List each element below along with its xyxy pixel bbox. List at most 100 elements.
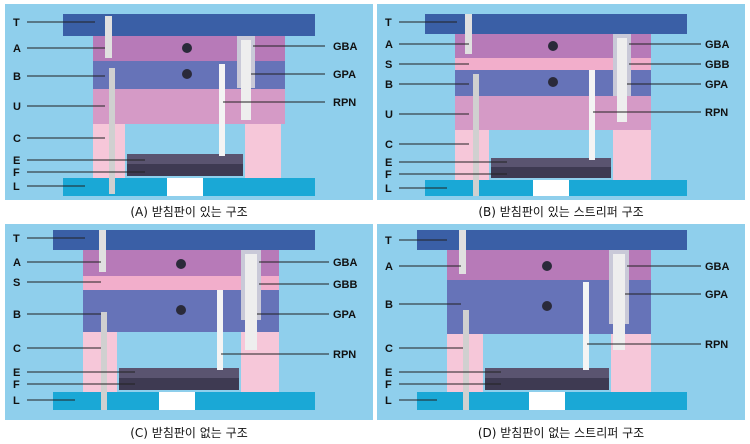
return-pin	[219, 64, 225, 156]
part-label-gbb: GBB	[705, 59, 730, 71]
bolt	[101, 312, 107, 410]
center-mark	[548, 41, 558, 51]
center-mark	[182, 43, 192, 53]
part-label-b: B	[385, 79, 393, 91]
plate-s	[83, 276, 279, 290]
part-label-a: A	[13, 257, 21, 269]
spacer-right	[245, 124, 281, 180]
spacer-left	[455, 130, 489, 182]
center-mark	[176, 259, 186, 269]
plate-e	[119, 368, 239, 378]
plate-f	[127, 164, 243, 176]
part-label-c: C	[385, 139, 393, 151]
bolt	[109, 68, 115, 194]
bolt	[105, 16, 112, 58]
center-mark	[542, 261, 552, 271]
return-pin	[583, 282, 589, 370]
part-label-gbb: GBB	[333, 279, 358, 291]
plate-f	[491, 167, 611, 178]
part-label-l: L	[385, 395, 392, 407]
bolt	[463, 310, 469, 410]
caption-a: (A) 받침판이 있는 구조	[130, 205, 248, 219]
return-pin	[217, 290, 223, 370]
right-leaders	[221, 261, 329, 355]
part-label-u: U	[13, 101, 21, 113]
plate-e	[127, 154, 243, 164]
part-label-c: C	[13, 343, 21, 355]
part-label-gpa: GPA	[705, 289, 728, 301]
part-label-gpa: GPA	[705, 79, 728, 91]
part-label-gba: GBA	[333, 41, 358, 53]
center-mark	[548, 77, 558, 87]
part-label-l: L	[13, 181, 20, 193]
plate-t	[63, 14, 315, 36]
part-label-c: C	[385, 343, 393, 355]
part-label-f: F	[13, 379, 20, 391]
part-label-t: T	[13, 17, 20, 29]
part-label-a: A	[385, 39, 393, 51]
part-label-t: T	[385, 17, 392, 29]
plate-t	[425, 14, 687, 34]
left-leaders	[399, 239, 501, 401]
left-leaders	[27, 21, 145, 187]
part-label-e: E	[13, 155, 20, 167]
part-label-a: A	[385, 261, 393, 273]
plate-t	[417, 230, 687, 250]
left-leaders	[27, 237, 135, 401]
bolt	[459, 230, 466, 274]
part-label-l: L	[13, 395, 20, 407]
part-label-rpn: RPN	[705, 107, 728, 119]
plate-e	[491, 158, 611, 167]
bolt	[465, 14, 472, 54]
center-mark	[176, 305, 186, 315]
plate-f	[485, 378, 609, 390]
spacer-right	[613, 130, 651, 182]
part-label-rpn: RPN	[705, 339, 728, 351]
plate-u	[93, 89, 285, 124]
part-label-f: F	[385, 379, 392, 391]
ejector-hole	[529, 392, 565, 410]
part-label-s: S	[385, 59, 392, 71]
part-label-l: L	[385, 183, 392, 195]
part-label-s: S	[13, 277, 20, 289]
plate-s	[455, 58, 651, 70]
caption-d: (D) 받침판이 없는 스트리퍼 구조	[477, 426, 645, 440]
return-pin	[589, 70, 595, 160]
guide-pin	[613, 254, 625, 350]
part-label-e: E	[385, 367, 392, 379]
right-leaders	[593, 43, 701, 113]
part-label-t: T	[13, 233, 20, 245]
part-label-f: F	[385, 169, 392, 181]
bolt	[99, 230, 106, 272]
center-mark	[542, 301, 552, 311]
part-label-b: B	[13, 309, 21, 321]
part-label-gpa: GPA	[333, 309, 356, 321]
right-leaders	[223, 45, 325, 103]
part-label-rpn: RPN	[333, 349, 356, 361]
part-label-a: A	[13, 43, 21, 55]
part-label-e: E	[13, 367, 20, 379]
spacer-left	[83, 332, 117, 394]
plate-t	[53, 230, 315, 250]
ejector-hole	[159, 392, 195, 410]
caption-c: (C) 받침판이 없는 구조	[130, 426, 248, 440]
part-label-t: T	[385, 235, 392, 247]
caption-b: (B) 받침판이 있는 스트리퍼 구조	[478, 205, 644, 219]
part-label-gba: GBA	[705, 39, 730, 51]
part-label-gba: GBA	[333, 257, 358, 269]
ejector-hole	[167, 178, 203, 196]
plate-f	[119, 378, 239, 390]
center-mark	[182, 69, 192, 79]
guide-pin	[241, 40, 251, 120]
part-label-gpa: GPA	[333, 69, 356, 81]
left-leaders	[399, 21, 507, 189]
guide-pin	[245, 254, 257, 350]
